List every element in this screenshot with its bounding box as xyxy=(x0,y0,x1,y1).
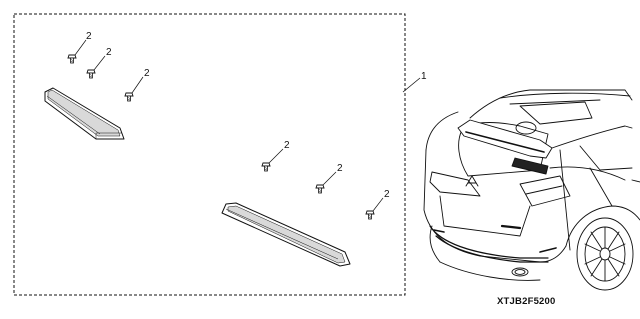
callout-number-2: 2 xyxy=(144,68,150,79)
callout-kit: 1 xyxy=(402,71,427,93)
vehicle-rear-illustration xyxy=(423,89,640,291)
lower-spoiler-trim xyxy=(221,202,351,267)
callout-number-2: 2 xyxy=(337,163,343,174)
callout-number-2: 2 xyxy=(284,140,290,151)
upper-spoiler-trim xyxy=(44,87,125,140)
bolt-2: 2 xyxy=(86,47,112,79)
callout-number-2: 2 xyxy=(86,31,92,42)
callout-number-2: 2 xyxy=(106,47,112,58)
callout-number-1: 1 xyxy=(421,71,427,82)
callout-number-2: 2 xyxy=(384,189,390,200)
bolt-5: 2 xyxy=(315,163,343,194)
kit-boundary-box xyxy=(13,13,406,296)
bolt-4: 2 xyxy=(261,140,290,172)
bolt-1: 2 xyxy=(67,31,92,64)
bolt-6: 2 xyxy=(365,189,390,220)
figure-code: XTJB2F5200 xyxy=(497,296,556,307)
bolt-3: 2 xyxy=(124,68,150,102)
